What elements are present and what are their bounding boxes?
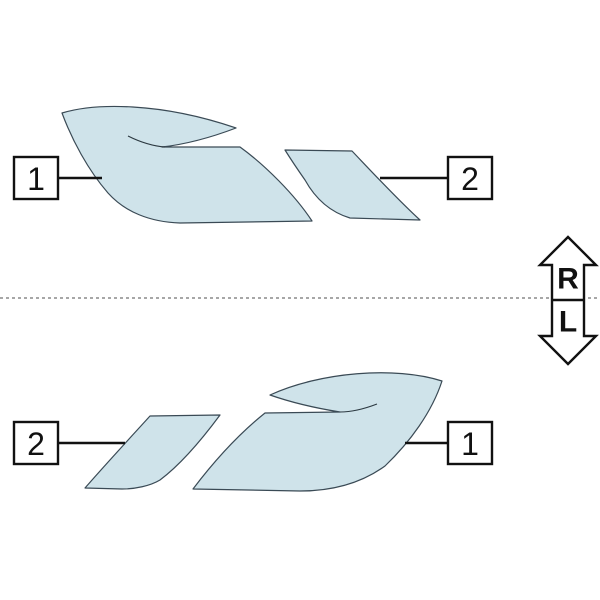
right-side-group: 1 2: [12, 105, 494, 224]
side-indicator-arrow: R L: [537, 235, 599, 366]
right-callout-1-box: [12, 155, 60, 201]
right-callout-2-label: 2: [461, 161, 479, 197]
left-callout-2-label: 2: [27, 426, 45, 462]
left-headlight-film-piece-1: [192, 372, 443, 492]
right-piece-1-crease-line: [127, 135, 166, 148]
left-headlight-film-piece-2: [84, 414, 221, 490]
left-callout-1-box: [446, 420, 494, 466]
left-callout-2-box: [12, 420, 60, 466]
left-callout-1-label: 1: [461, 426, 479, 462]
right-callout-2-box: [446, 155, 494, 201]
right-callout-1-label: 1: [27, 161, 45, 197]
side-label-left: L: [559, 306, 577, 339]
right-headlight-film-piece-1: [61, 105, 313, 224]
side-label-right: R: [557, 263, 579, 296]
left-piece-1-crease-line: [339, 403, 378, 413]
right-headlight-film-piece-2: [284, 149, 421, 221]
left-side-group: 2 1: [12, 372, 494, 492]
